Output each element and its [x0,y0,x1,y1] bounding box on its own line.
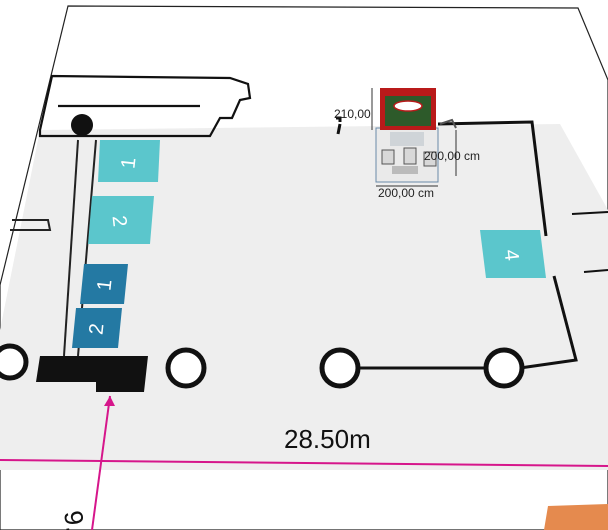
booth-depth-label: 200,00 cm [424,149,480,163]
dimension-lines [0,395,608,530]
zone-2-top[interactable]: 2 [88,196,154,244]
column-left-edge [0,343,29,381]
zone-1-bottom[interactable]: 1 [80,264,128,304]
booth-model[interactable]: 210,00 200,00 cm 200,00 cm [334,88,480,200]
column-top-left [71,114,93,136]
entrance-block [36,356,148,392]
zone-2-top-area [88,196,154,244]
zone-4-right-label: 4 [499,248,522,261]
booth-width-label: 200,00 cm [378,186,434,200]
dimension-side-label: 9.4 [58,509,93,530]
zone-2-bottom-area [72,308,122,348]
zone-1-top-area [98,140,160,182]
zone-2-bottom[interactable]: 2 [72,308,122,348]
ring-columns [0,343,525,389]
booth-seat-1 [381,149,395,165]
booth-table [392,166,418,174]
column-mid [319,347,361,389]
zone-4-right[interactable]: 4 [480,230,546,278]
booth-height-label: 210,00 [334,107,371,121]
main-room-walls [336,116,578,370]
zone-2-top-label: 2 [107,214,130,227]
zone-1-bottom-area [80,264,128,304]
zone-4-right-area [480,230,546,278]
zone-2-bottom-label: 2 [85,322,108,335]
zone-1-top[interactable]: 1 [98,140,160,182]
column-mid-left [165,347,207,389]
zone-1-bottom-label: 1 [93,278,116,291]
booth-logo [393,100,423,112]
column-right [483,347,525,389]
right-door-frame [571,211,608,273]
orange-accent-block [544,504,608,530]
booth-dimension-guides [371,88,457,187]
booth-seat-2 [403,147,417,165]
dimension-width-label: 28.50m [284,424,371,454]
booth-corner-marker [439,118,457,129]
zone-1-top-label: 1 [117,156,140,169]
booth-counter [390,132,424,146]
building-outline [38,74,252,138]
booth-seat-3 [423,151,437,167]
